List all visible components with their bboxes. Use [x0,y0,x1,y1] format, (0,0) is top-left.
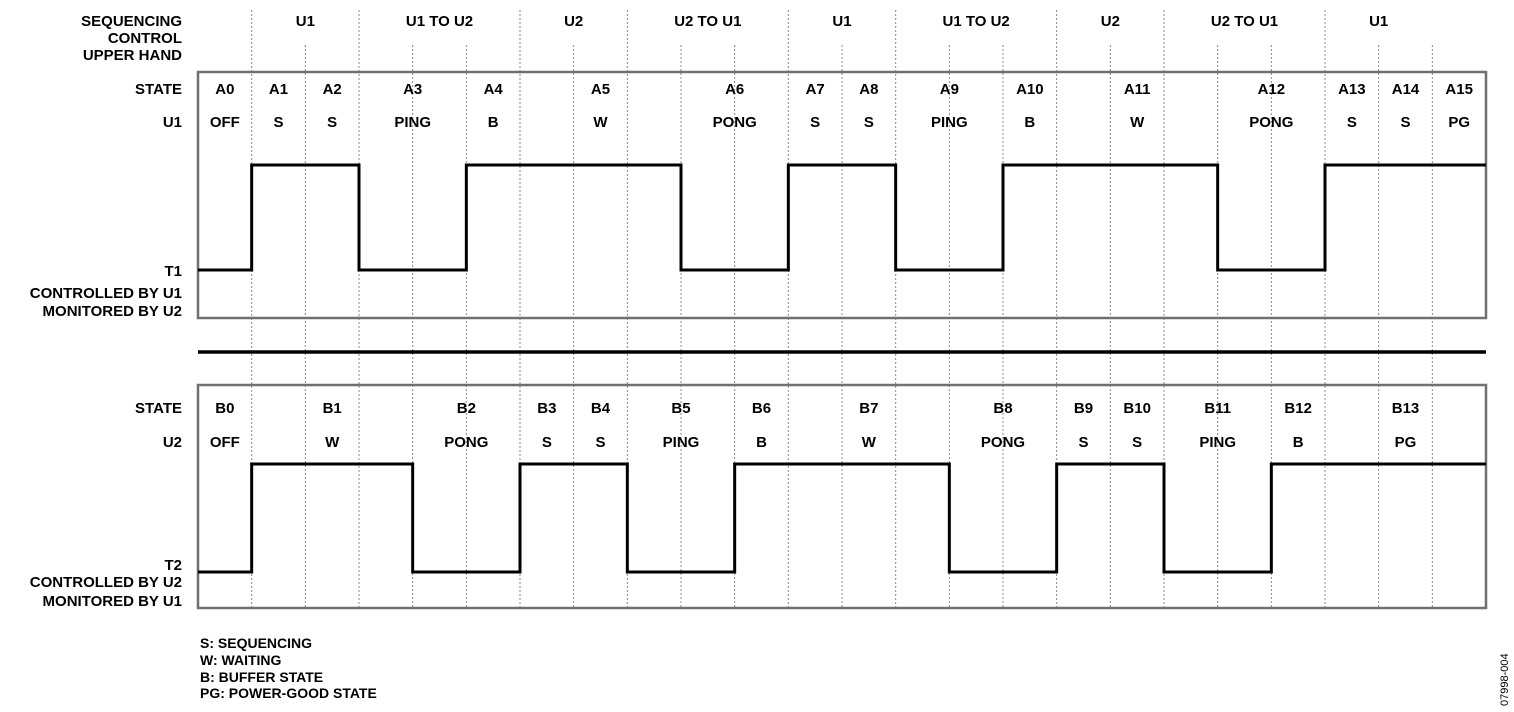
t2-state-value: S [542,434,552,451]
slot-gridlines [251,10,1433,608]
t1-state-id: A7 [806,81,825,98]
legend-item-pg: PG: POWER-GOOD STATE [200,685,377,701]
t2-state-id: B5 [671,400,690,417]
t2-state-id: B3 [537,400,556,417]
t2-waveform [198,462,1486,574]
t1-monitored-label: MONITORED BY U2 [43,303,182,320]
t2-state-value: OFF [210,434,240,451]
t1-state-id: A11 [1124,81,1151,98]
phase-label: U1 TO U2 [406,13,473,30]
t2-state-id: B0 [215,400,234,417]
t2-state-value: B [756,434,767,451]
t1-state-value: S [1347,114,1357,131]
t1-state-id: A2 [323,81,342,98]
t2-state-value: W [862,434,877,451]
t1-state-id: A14 [1392,81,1420,98]
bottom-panel-labels: STATE U2 T2 CONTROLLED BY U2 MONITORED B… [30,400,182,610]
t1-state-value: OFF [210,114,240,131]
t2-monitored-label: MONITORED BY U1 [43,593,182,610]
t1-state-value: S [273,114,283,131]
legend-item-w: W: WAITING [200,652,282,668]
t2-state-id: B11 [1204,400,1231,417]
t1-state-id: A4 [484,81,504,98]
legend-item-s: S: SEQUENCING [200,635,312,651]
figure-code: 07998-004 [1499,653,1511,706]
t1-state-id: A5 [591,81,610,98]
t1-state-id: A10 [1016,81,1044,98]
t1-state-value: PING [931,114,968,131]
t1-state-value: B [488,114,499,131]
t2-state-value: B [1293,434,1304,451]
t2-state-id: B2 [457,400,476,417]
t2-state-value: PG [1395,434,1417,451]
header-label-line-1: SEQUENCING [81,13,182,30]
t1-state-id: A15 [1445,81,1473,98]
t2-state-id: B1 [323,400,342,417]
t1-state-id: A3 [403,81,422,98]
t1-state-value: PG [1448,114,1470,131]
t2-state-value: PING [1199,434,1236,451]
phase-label: U2 TO U1 [674,13,741,30]
t2-state-id: B7 [859,400,878,417]
phase-label: U1 [832,13,851,30]
t2-state-id: B8 [993,400,1012,417]
t1-waveform [198,163,1486,272]
top-state-label: STATE [135,81,182,98]
t2-state-id: B12 [1284,400,1312,417]
t2-state-value: PING [663,434,700,451]
t2-state-value: S [1132,434,1142,451]
phase-label: U2 [1101,13,1120,30]
t2-state-value: PONG [444,434,488,451]
t1-state-value: PONG [1249,114,1293,131]
t1-state-value: W [593,114,608,131]
header-label-line-3: UPPER HAND [83,47,182,64]
t1-state-value: S [1400,114,1410,131]
phase-label: U2 TO U1 [1211,13,1278,30]
legend-item-b: B: BUFFER STATE [200,669,323,685]
panel-frames [196,70,1488,610]
t1-state-value: S [327,114,337,131]
phase-label: U1 [296,13,315,30]
t1-state-id: A0 [215,81,234,98]
header-label-line-2: CONTROL [108,30,182,47]
t1-state-value: S [810,114,820,131]
t2-state-value: PONG [981,434,1025,451]
t1-state-value: PONG [713,114,757,131]
phase-label: U2 [564,13,583,30]
t1-state-value: S [864,114,874,131]
t1-state-id: A9 [940,81,959,98]
t1-state-id: A12 [1258,81,1286,98]
bottom-device-label: U2 [163,434,182,451]
top-device-label: U1 [163,114,182,131]
t1-state-value: B [1024,114,1035,131]
t1-controlled-label: CONTROLLED BY U1 [30,285,182,302]
t1-state-id: A8 [859,81,878,98]
phase-label: U1 [1369,13,1388,30]
phase-label: U1 TO U2 [943,13,1010,30]
t2-state-id: B4 [591,400,611,417]
diagram-marks: U1 U1 TO U2 U2 U2 TO U1 U1 U1 TO U2 U2 U2 TO U1… [198,13,1486,574]
t2-controlled-label: CONTROLLED BY U2 [30,574,182,591]
t2-label: T2 [164,557,182,574]
t2-state-value: S [1078,434,1088,451]
top-panel-frame [196,70,1488,320]
t1-state-id: A6 [725,81,744,98]
t2-state-value: S [595,434,605,451]
t2-state-id: B10 [1123,400,1151,417]
t2-state-id: B6 [752,400,771,417]
t1-state-value: W [1130,114,1145,131]
t1-state-id: A13 [1338,81,1366,98]
legend: S: SEQUENCING W: WAITING B: BUFFER STATE… [200,635,377,701]
top-panel-labels: STATE U1 T1 CONTROLLED BY U1 MONITORED B… [30,81,182,320]
bottom-panel-frame [196,383,1488,610]
t1-state-id: A1 [269,81,288,98]
t2-state-id: B13 [1392,400,1420,417]
t2-state-value: W [325,434,340,451]
sequencing-control-header: SEQUENCING CONTROL UPPER HAND [81,13,182,64]
t1-label: T1 [164,263,182,280]
bottom-state-label: STATE [135,400,182,417]
t1-state-value: PING [394,114,431,131]
t2-state-id: B9 [1074,400,1093,417]
